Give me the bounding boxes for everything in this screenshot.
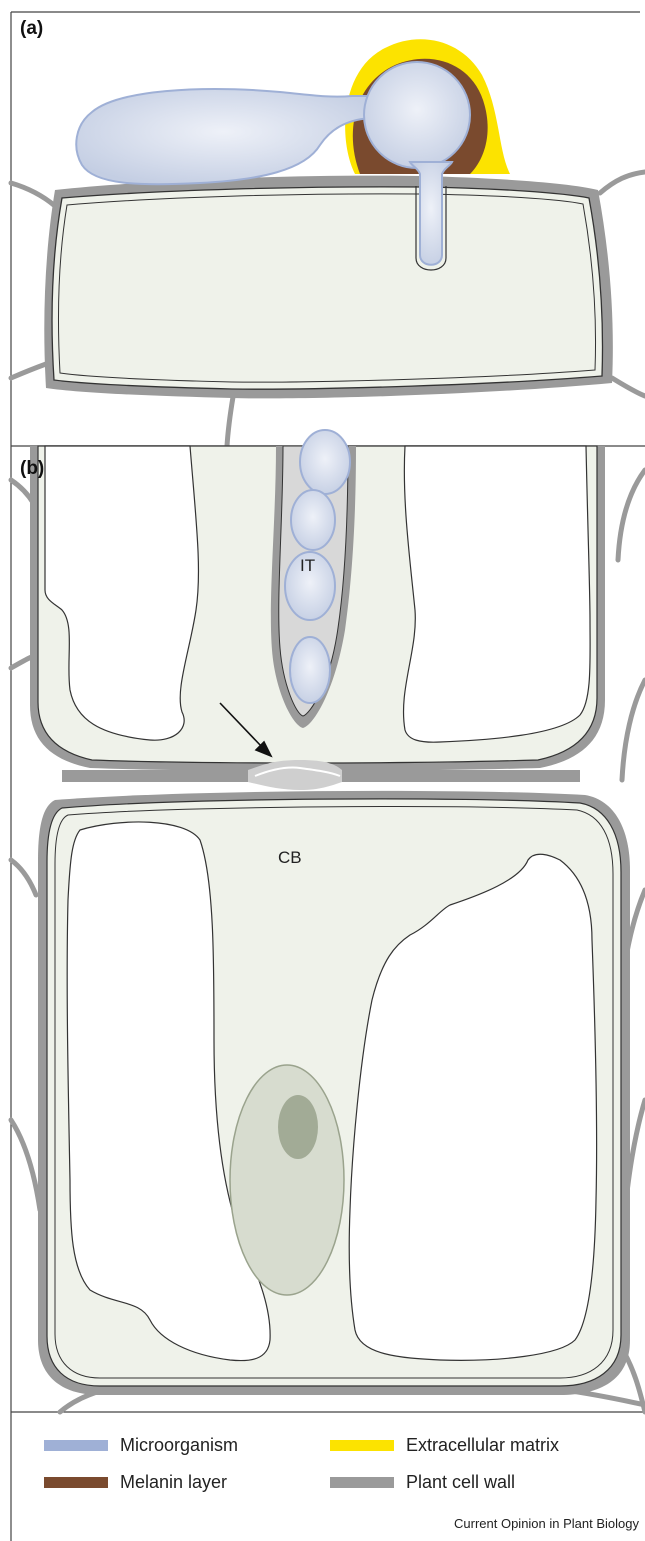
appressorium [364,62,470,168]
legend-label-melanin-layer: Melanin layer [120,1472,227,1493]
legend-item-melanin-layer: Melanin layer [44,1472,227,1493]
legend-swatch-melanin-layer [44,1477,108,1488]
legend-swatch-microorganism [44,1440,108,1451]
upper-vacuole-right [404,446,591,742]
legend-swatch-plant-cell-wall [330,1477,394,1488]
legend-label-extracellular-matrix: Extracellular matrix [406,1435,559,1456]
legend-label-microorganism: Microorganism [120,1435,238,1456]
panel-a-label: (a) [20,18,43,40]
journal-caption: Current Opinion in Plant Biology [454,1516,639,1531]
legend-swatch-extracellular-matrix [330,1440,394,1451]
legend-label-plant-cell-wall: Plant cell wall [406,1472,515,1493]
legend-item-plant-cell-wall: Plant cell wall [330,1472,515,1493]
panel-b-label: (b) [20,458,44,480]
fungal-hypha [76,89,370,184]
plant-cell-cytoplasm-a [52,187,602,389]
infection-thread-label: IT [300,556,315,576]
legend-item-extracellular-matrix: Extracellular matrix [330,1435,559,1456]
panel-a-diagram [11,39,645,446]
cytoplasmic-bridge-label: CB [278,848,302,868]
nucleolus [278,1095,318,1159]
panel-b-diagram [11,430,645,1412]
legend-item-microorganism: Microorganism [44,1435,238,1456]
nucleus [230,1065,344,1295]
